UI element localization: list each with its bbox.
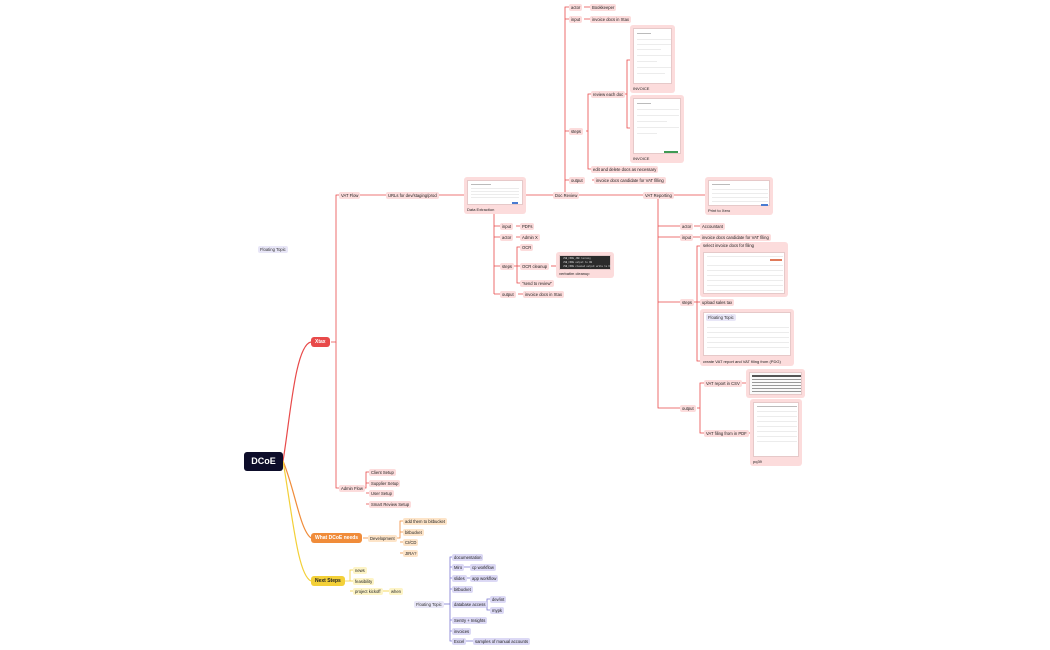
admin-supplier-setup[interactable]: Supplier Setup xyxy=(369,480,401,487)
next-when[interactable]: when xyxy=(389,588,404,595)
node-admin-flow[interactable]: Admin Flow xyxy=(339,485,365,492)
ocr-cleanup-card[interactable]: JSB_CODE_JOB running JSB_CODE output to … xyxy=(556,252,614,278)
admin-user-setup[interactable]: User Setup xyxy=(369,490,394,497)
invoice-label-2: INVOICE xyxy=(633,156,650,161)
invoice-card-1[interactable]: INVOICE xyxy=(630,25,675,93)
data-extraction-card[interactable]: Data Extraction xyxy=(464,177,526,214)
de-pdfs[interactable]: PDFs xyxy=(520,223,535,230)
vat-reporting-preview-card[interactable]: Print to Xero xyxy=(705,177,773,215)
branch-what-dcoe-needs[interactable]: What DCoE needs xyxy=(311,533,363,543)
vr-pdf[interactable]: VAT filing from in PDF xyxy=(704,430,749,437)
node-urls[interactable]: URLs for dev/staging/prod xyxy=(386,192,439,199)
next-news[interactable]: news xyxy=(353,567,367,574)
ft-slides[interactable]: slides xyxy=(452,575,467,582)
root-node[interactable]: DCoE xyxy=(244,452,283,471)
invoice-screenshot-1 xyxy=(633,28,672,84)
node-doc-review[interactable]: Doc Review xyxy=(553,192,580,199)
dr-input-value[interactable]: invoice docs in Xtax xyxy=(590,16,632,23)
admin-smart-review-setup[interactable]: Smart Review Setup xyxy=(369,501,412,508)
vr-select-screenshot xyxy=(703,252,785,294)
dr-actor-value[interactable]: Bookkeeper xyxy=(590,4,617,11)
vr-actor[interactable]: actor xyxy=(680,223,694,230)
de-send-to-review[interactable]: "send to review" xyxy=(520,280,554,287)
needs-cicd[interactable]: CI/CD xyxy=(403,539,419,546)
data-extraction-label: Data Extraction xyxy=(467,207,495,212)
vr-upload-sales-tax[interactable]: upload sales tax xyxy=(700,299,735,306)
branch-next-steps[interactable]: Next Steps xyxy=(311,576,345,586)
vr-pdf-label: pq39 xyxy=(753,459,762,464)
next-feasibility[interactable]: feasibility xyxy=(353,578,375,585)
branch-xtax[interactable]: Xtax xyxy=(311,337,330,347)
de-output[interactable]: output xyxy=(500,291,516,298)
needs-jira[interactable]: JIRA? xyxy=(403,550,419,557)
vr-input[interactable]: input xyxy=(680,234,694,241)
vr-actor-value[interactable]: Accountant xyxy=(700,223,725,230)
vr-pdf-screenshot xyxy=(753,402,799,457)
vr-floating-topic: Floating Topic xyxy=(706,314,736,321)
de-admin[interactable]: Admin X xyxy=(520,234,540,241)
vr-csv-card[interactable] xyxy=(746,369,805,398)
ft-sentry[interactable]: Sentry + Insights xyxy=(452,617,488,624)
dr-output[interactable]: output xyxy=(569,177,585,184)
ft-miro[interactable]: Miro xyxy=(452,564,465,571)
vr-pdf-card[interactable]: pq39 xyxy=(750,399,802,466)
invoice-label-1: INVOICE xyxy=(633,86,650,91)
node-vat-flow[interactable]: VAT Flow xyxy=(339,192,361,199)
de-input[interactable]: input xyxy=(500,223,514,230)
dr-actor[interactable]: actor xyxy=(569,4,583,11)
vat-reporting-preview-label: Print to Xero xyxy=(708,208,731,213)
needs-bitbucket[interactable]: bitbucket xyxy=(403,529,424,536)
de-output-value[interactable]: invoice docs in Xtax xyxy=(523,291,565,298)
next-project-kickoff[interactable]: project kickoff xyxy=(353,588,383,595)
de-actor[interactable]: actor xyxy=(500,234,514,241)
needs-add-bitbucket[interactable]: add them to bitbucket xyxy=(403,518,448,525)
invoice-screenshot-2 xyxy=(633,98,681,154)
ft-excel[interactable]: Excel xyxy=(452,638,467,645)
needs-development[interactable]: Development xyxy=(368,535,397,542)
ft-db-devint[interactable]: dev/int xyxy=(490,596,507,603)
vr-select-label: select invoice docs for filing xyxy=(703,243,754,248)
verbatim-cleanup-label: verbatim cleanup xyxy=(559,271,590,276)
data-extraction-screenshot xyxy=(467,180,523,205)
vr-create-label: create VAT report and VAT filing from (P… xyxy=(703,359,781,364)
ft-miro-value[interactable]: cp workflow xyxy=(470,564,496,571)
vr-input-value[interactable]: invoice docs candidate for VAT filing xyxy=(700,234,771,241)
vr-create-card[interactable]: Floating Topic create VAT report and VAT… xyxy=(700,309,794,366)
ocr-cleanup-screenshot: JSB_CODE_JOB running JSB_CODE output to … xyxy=(559,255,611,270)
de-ocr-cleanup[interactable]: OCR cleanup xyxy=(520,263,550,270)
admin-client-setup[interactable]: Client Setup xyxy=(369,469,396,476)
dr-output-value[interactable]: invoice docs candidate for VAT filling xyxy=(594,177,666,184)
ft-bitbucket[interactable]: bitbucket xyxy=(452,586,473,593)
dr-input[interactable]: input xyxy=(569,16,583,23)
ocr-cleanup-line: JSB_CODE cleaned output write to DB xyxy=(563,265,612,268)
ocr-cleanup-line: JSB_CODE_JOB running xyxy=(563,257,591,260)
vat-reporting-preview-screenshot xyxy=(708,180,770,206)
floating-topic-left[interactable]: Floating Topic xyxy=(258,246,288,253)
de-ocr[interactable]: OCR xyxy=(520,244,534,251)
floating-topic-bottom[interactable]: Floating Topic xyxy=(414,601,444,608)
de-steps[interactable]: steps xyxy=(500,263,515,270)
vr-steps[interactable]: steps xyxy=(680,299,695,306)
vr-output[interactable]: output xyxy=(680,405,696,412)
dr-review-each[interactable]: review each doc xyxy=(591,91,626,98)
ft-excel-value[interactable]: samples of manual accounts xyxy=(473,638,531,645)
vr-select-card[interactable]: select invoice docs for filing xyxy=(700,242,788,297)
ft-slides-value[interactable]: app workflow xyxy=(470,575,499,582)
invoice-card-2[interactable]: INVOICE xyxy=(630,95,684,163)
vr-csv[interactable]: VAT report in CSV xyxy=(704,380,742,387)
node-vat-reporting[interactable]: VAT Reporting xyxy=(643,192,674,199)
dr-edit-delete[interactable]: edit and delete docs as necessary xyxy=(591,166,659,173)
vr-create-screenshot: Floating Topic xyxy=(703,312,791,356)
ocr-cleanup-line: JSB_CODE output to DB xyxy=(563,261,592,264)
ft-db-mypk[interactable]: mypk xyxy=(490,607,505,614)
vr-csv-screenshot xyxy=(749,372,802,395)
ft-database-access[interactable]: database access xyxy=(452,601,488,608)
ft-documentation[interactable]: documentation xyxy=(452,554,484,561)
ft-invoices[interactable]: invoices xyxy=(452,628,472,635)
dr-steps[interactable]: steps xyxy=(569,128,584,135)
